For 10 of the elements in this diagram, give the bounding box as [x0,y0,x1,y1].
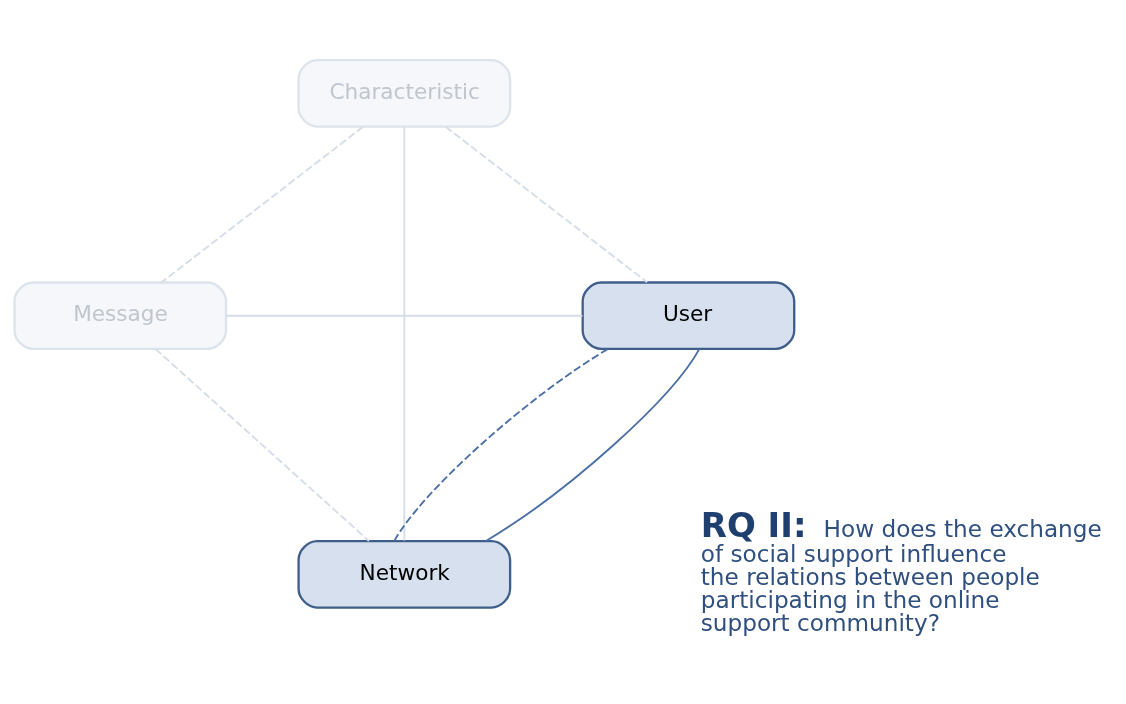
node-box: User [581,281,796,351]
connector [393,348,609,542]
connector [485,348,701,542]
connector [154,348,370,542]
label: RQ II: How does the exchange of social support influence the relations between people participating in the online support community? [700,504,1102,637]
node-box: Network [297,540,512,609]
connector [225,314,584,317]
connector [160,125,364,284]
connector [403,126,406,542]
connector [444,125,648,284]
